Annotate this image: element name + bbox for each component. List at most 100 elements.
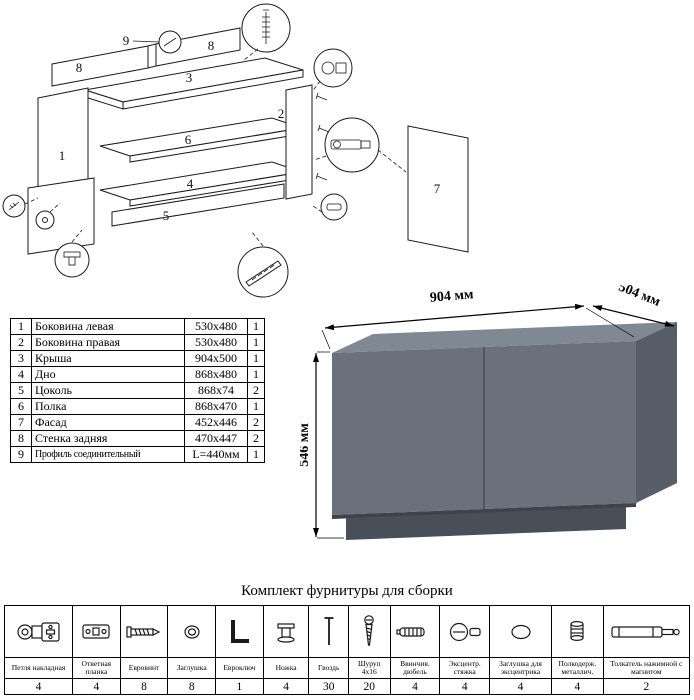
cam-lock-icon: [440, 606, 489, 657]
hardware-item-name: Заглушка для эксцентрика: [490, 657, 551, 678]
hardware-item-qty: 4: [551, 678, 603, 694]
hardware-item: Гвоздь 30: [309, 606, 349, 694]
part-size: 868x480: [184, 366, 248, 383]
hardware-item-qty: 4: [490, 678, 551, 694]
part-label-7: 7: [434, 181, 441, 196]
table-row: 4 Дно 868x480 1: [10, 366, 265, 383]
part-size: 530x480: [184, 318, 248, 335]
plinth-panel: [111, 183, 285, 227]
hardware-item-qty: 4: [390, 678, 440, 694]
table-row: 1 Боковина левая 530x480 1: [10, 318, 265, 335]
part-label-6: 6: [185, 132, 192, 147]
hardware-item-name: Ножка: [263, 657, 309, 678]
hardware-item: Шуруп 4x16 20: [349, 606, 391, 694]
hardware-item-name: Ответная планка: [73, 657, 120, 678]
hardware-item: Эксцентр. стяжка 4: [440, 606, 491, 694]
table-row: 5 Цоколь 868x74 2: [10, 382, 265, 399]
part-qty: 1: [247, 334, 265, 351]
foot-icon: [264, 606, 309, 657]
part-label-5: 5: [163, 208, 170, 223]
part-qty: 1: [247, 446, 265, 463]
cabinet-plinth: [346, 507, 626, 540]
hardware-item-name: Гвоздь: [309, 657, 348, 678]
under-door-shadow: [332, 503, 636, 519]
part-qty: 1: [247, 366, 265, 383]
hardware-item-qty: 4: [5, 678, 72, 694]
part-num: 4: [10, 366, 32, 383]
hardware-item: Ответная планка 4: [73, 606, 121, 694]
part-label-9: 9: [123, 33, 130, 48]
part-label-2: 2: [278, 106, 285, 121]
exploded-view-diagram: 1 2 3 4 5 6 7 8 8 9: [2, 3, 469, 298]
hardware-table: Петля накладная 4 Ответная планка 4: [4, 605, 690, 695]
part-num: 8: [10, 430, 32, 447]
part-num: 3: [10, 350, 32, 367]
cabinet-side-face: [636, 322, 677, 503]
part-size: L=440мм: [184, 446, 248, 463]
hardware-item: Петля накладная 4: [5, 606, 73, 694]
hardware-item-qty: 4: [73, 678, 120, 694]
table-row: 9 Профиль соединительный L=440мм 1: [10, 446, 265, 463]
hardware-item-name: Толкатель нажимной с магнитом: [603, 657, 689, 678]
part-name: Фасад: [31, 414, 185, 431]
hardware-item-name: Петля накладная: [5, 657, 72, 678]
hardware-item: Евроключ 1: [216, 606, 264, 694]
part-qty: 2: [247, 382, 265, 399]
part-number-labels: 1 2 3 4 5 6 7 8 8 9: [59, 33, 441, 223]
part-size: 868x470: [184, 398, 248, 415]
hardware-item: Заглушка 8: [168, 606, 217, 694]
table-row: 8 Стенка задняя 470x447 2: [10, 430, 265, 447]
part-label-3: 3: [186, 70, 193, 85]
part-size: 904x500: [184, 350, 248, 367]
table-row: 3 Крыша 904x500 1: [10, 350, 265, 367]
hardware-item-name: Заглушка: [168, 657, 216, 678]
left-side-panel: [27, 87, 95, 255]
cabinet-top-face: [332, 322, 677, 353]
hardware-item-qty: 30: [309, 678, 348, 694]
hardware-item-qty: 8: [120, 678, 168, 694]
back-wall-panels: [51, 27, 241, 87]
cabinet-body: [332, 322, 677, 540]
part-name: Боковина правая: [31, 334, 185, 351]
shelf-support-icon: [552, 606, 603, 657]
screw-in-dowel-icon: [391, 606, 440, 657]
hardware-item: Полкодерж. металлич. 4: [551, 606, 604, 694]
part-num: 5: [10, 382, 32, 399]
hardware-item-name: Полкодерж. металлич.: [551, 657, 603, 678]
parts-table: 1 Боковина левая 530x480 1 2 Боковина пр…: [10, 318, 265, 463]
hardware-kit-title: Комплект фурнитуры для сборки: [241, 583, 453, 599]
part-size: 470x447: [184, 430, 248, 447]
part-name: Цоколь: [31, 382, 185, 399]
part-name: Стенка задняя: [31, 430, 185, 447]
hinge-icon: [5, 606, 72, 657]
hardware-item-qty: 2: [603, 678, 689, 694]
hardware-item-name: Шуруп 4x16: [349, 657, 390, 678]
table-row: 6 Полка 868x470 1: [10, 398, 265, 415]
part-label-8b: 8: [208, 38, 215, 53]
part-name: Крыша: [31, 350, 185, 367]
hardware-item: Ввинчив. дюбель 4: [390, 606, 441, 694]
dimension-depth-label: 504 мм: [616, 285, 662, 310]
hardware-item-qty: 4: [440, 678, 490, 694]
table-row: 7 Фасад 452x446 2: [10, 414, 265, 431]
hardware-item: Евровинт 8: [120, 606, 169, 694]
part-num: 2: [10, 334, 32, 351]
hardware-item-name: Ввинчив. дюбель: [390, 657, 440, 678]
push-latch-icon: [604, 606, 689, 657]
door-panel: [407, 125, 469, 253]
euro-screw-icon: [121, 606, 168, 657]
right-side-panel: [285, 84, 313, 200]
hardware-item: Толкатель нажимной с магнитом 2: [603, 606, 689, 694]
hardware-item-name: Евроключ: [216, 657, 263, 678]
part-num: 7: [10, 414, 32, 431]
dimension-height-label: 546 мм: [300, 423, 312, 467]
hardware-item-qty: 1: [216, 678, 263, 694]
part-num: 6: [10, 398, 32, 415]
part-qty: 2: [247, 430, 265, 447]
part-label-8a: 8: [76, 60, 83, 75]
part-num: 9: [10, 446, 32, 463]
hardware-callouts: [2, 3, 407, 298]
hex-key-icon: [216, 606, 263, 657]
part-label-4: 4: [187, 176, 194, 191]
